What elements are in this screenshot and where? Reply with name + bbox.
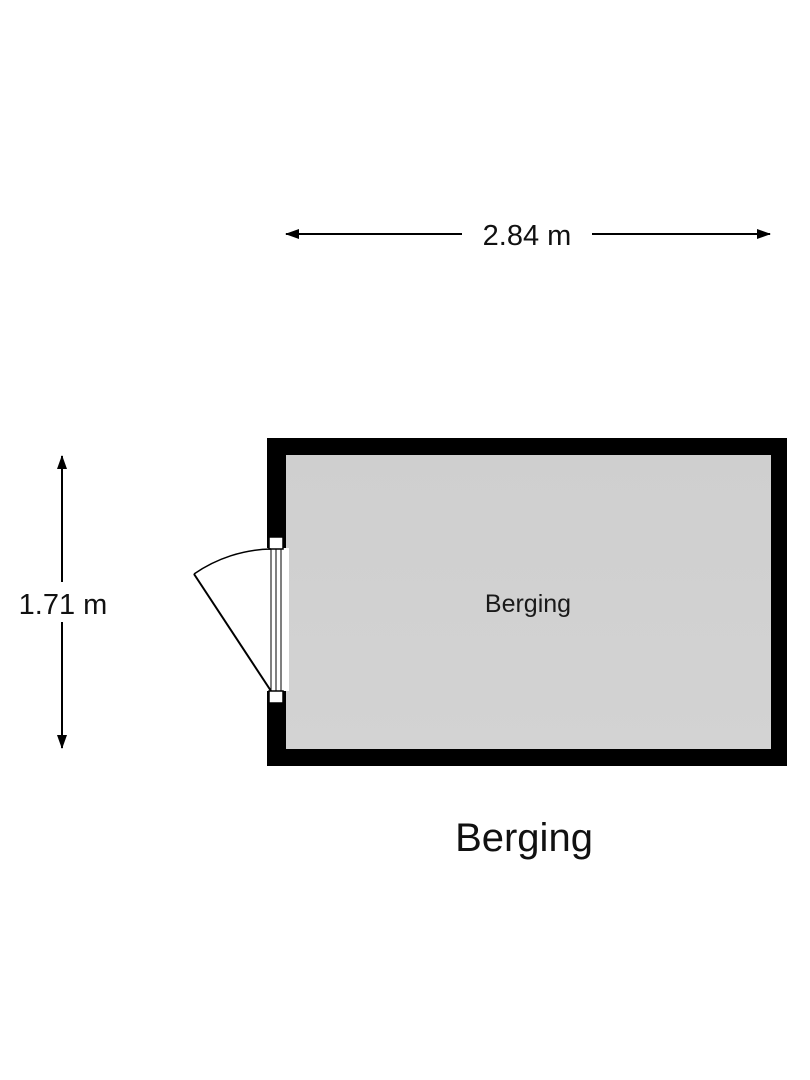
height-dimension: 1.71 m	[19, 455, 108, 749]
width-dimension: 2.84 m	[285, 220, 771, 252]
width-dimension-label: 2.84 m	[483, 220, 572, 252]
room-floor	[286, 455, 771, 749]
room-label: Berging	[485, 590, 571, 618]
plan-title: Berging	[455, 816, 593, 860]
room: Berging	[193, 438, 787, 766]
door-leaf	[193, 573, 272, 692]
door-opening	[265, 548, 289, 691]
door-swing-arc	[193, 548, 272, 575]
door-jamb-bottom	[268, 690, 284, 704]
door-jamb-top	[268, 536, 284, 550]
height-dimension-label: 1.71 m	[19, 589, 108, 621]
